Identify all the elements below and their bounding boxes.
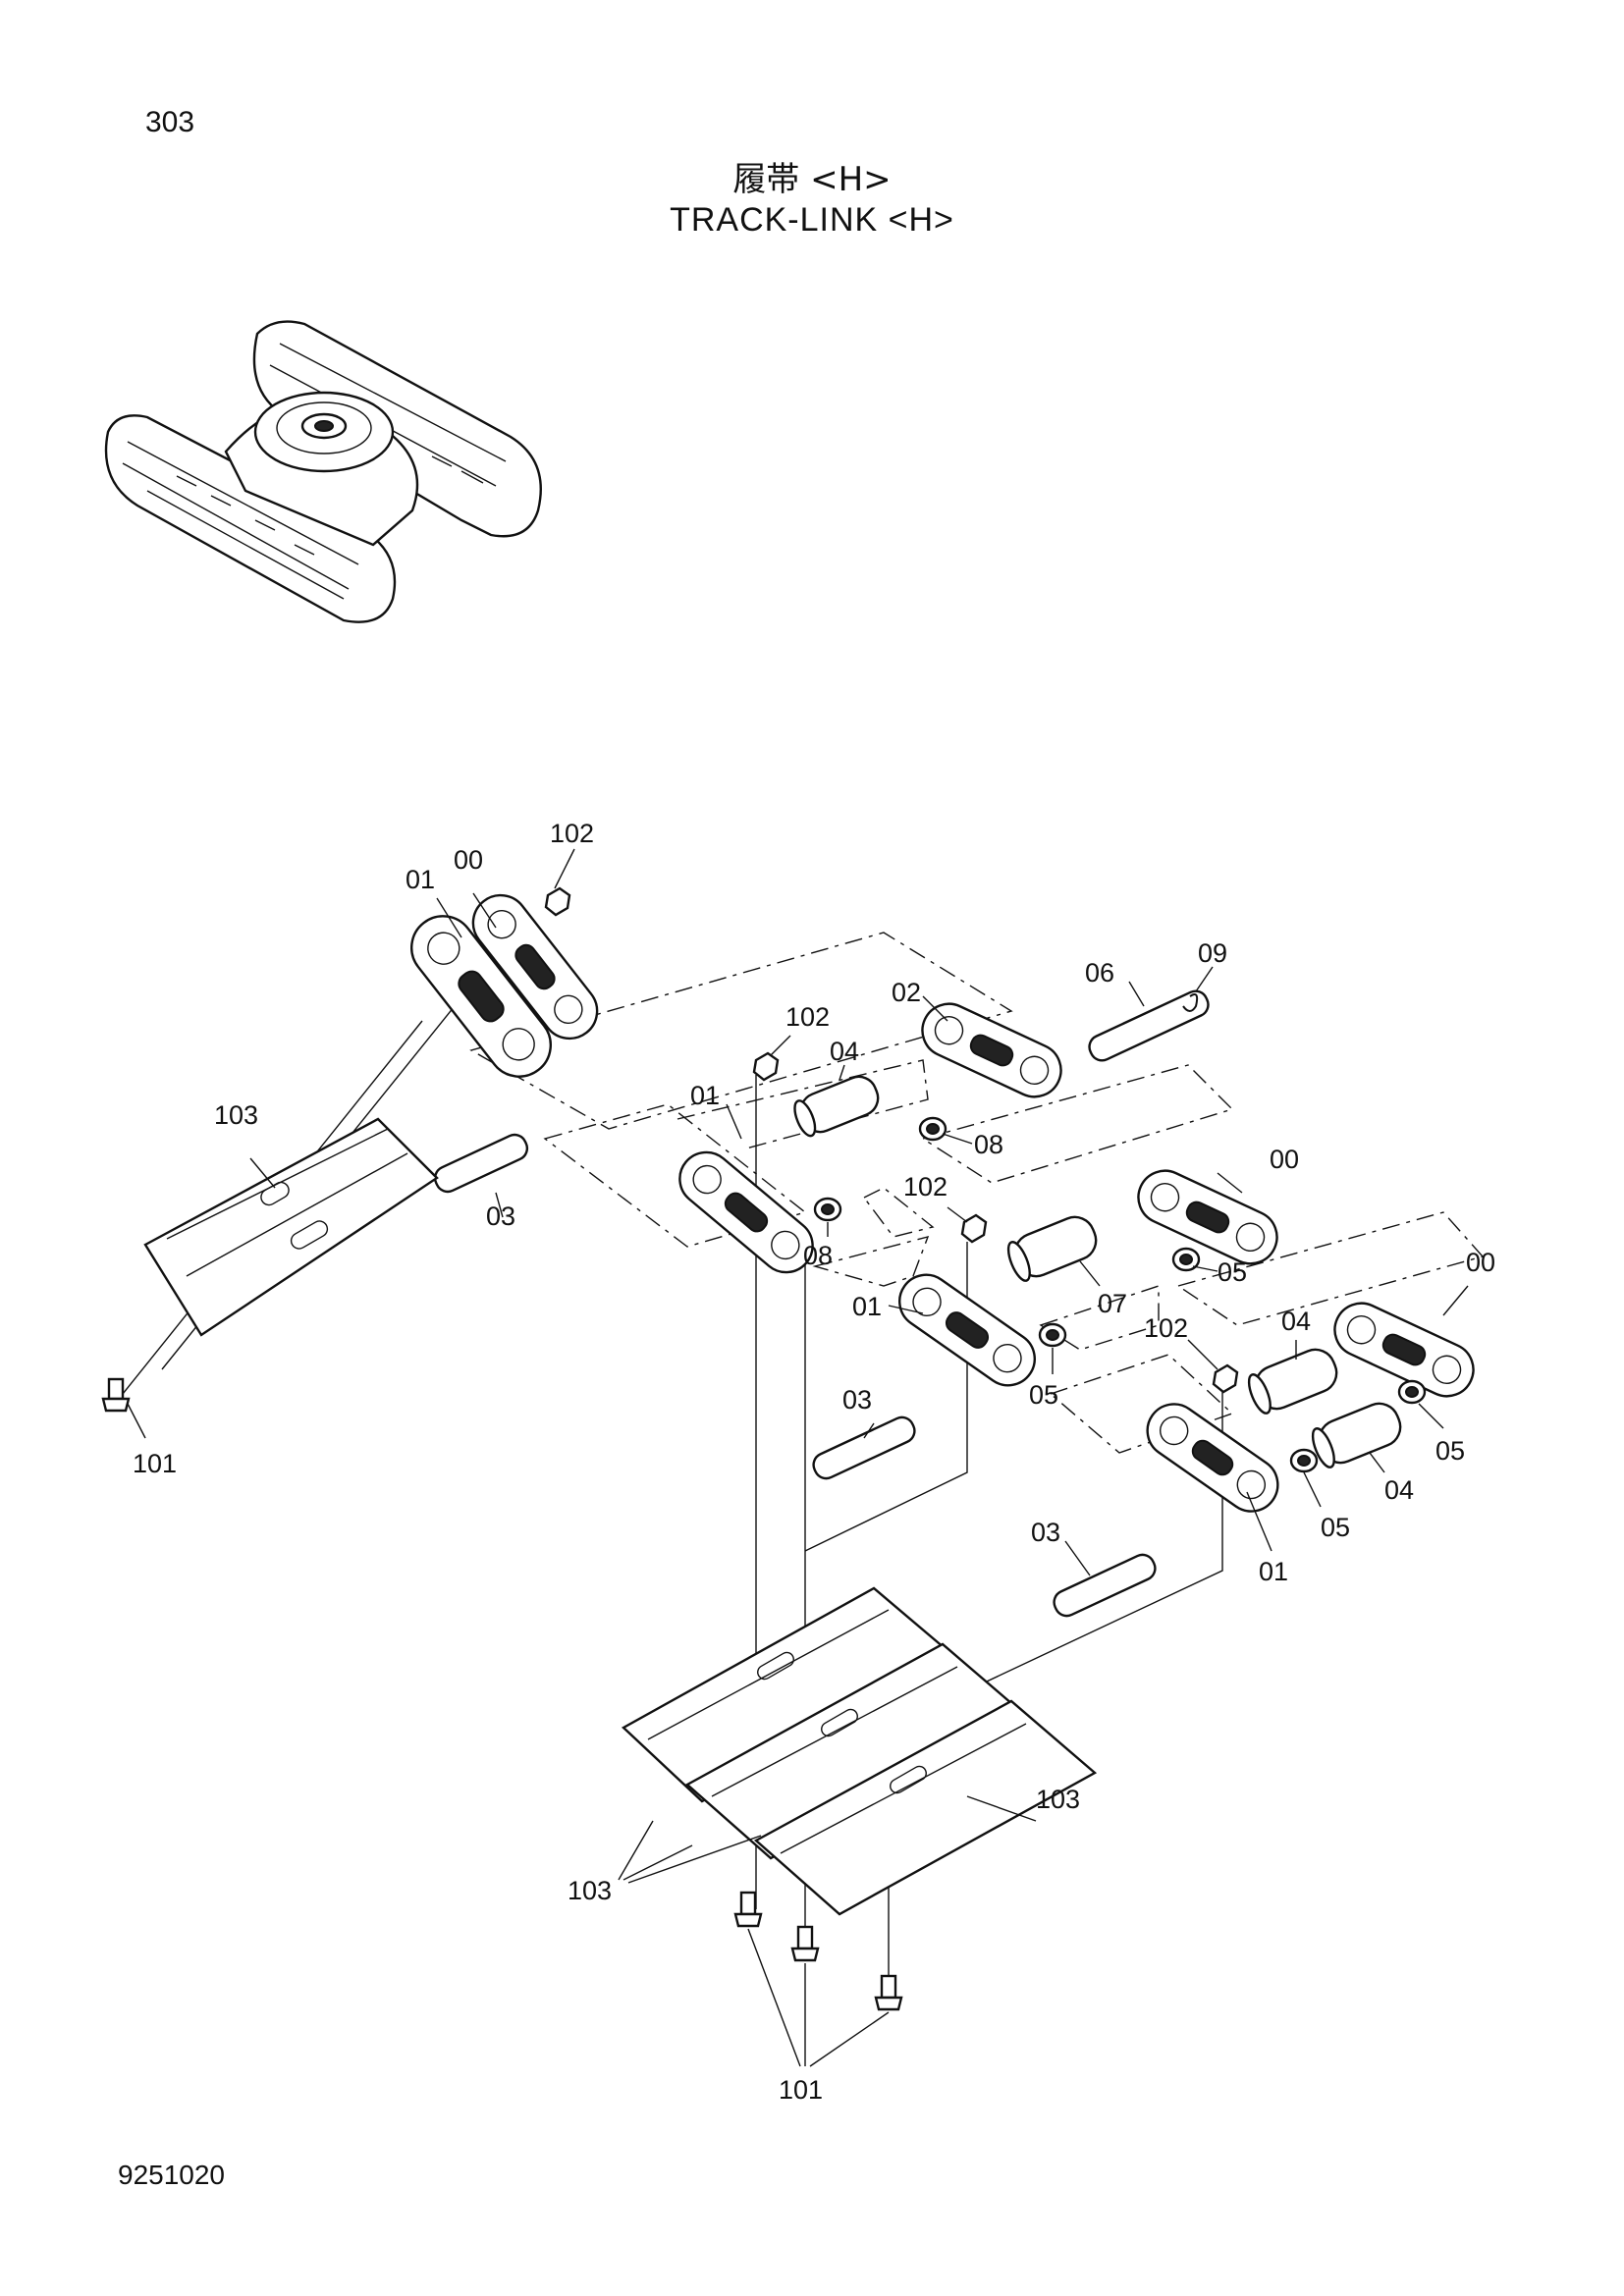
callout-06: 06 (1085, 958, 1114, 988)
track-pin-icon (433, 989, 1210, 1618)
callout-101: 101 (133, 1449, 177, 1478)
callout-00: 00 (1270, 1145, 1299, 1174)
callout-01: 01 (1259, 1557, 1288, 1586)
callout-01: 01 (406, 865, 435, 894)
callout-04: 04 (1384, 1475, 1414, 1505)
callout-05: 05 (1321, 1513, 1350, 1542)
callout-08: 08 (803, 1241, 833, 1270)
track-shoe-icon (143, 1117, 1098, 1916)
track-link-icon (410, 893, 1475, 1513)
callout-00: 00 (454, 845, 483, 875)
callout-01: 01 (852, 1292, 882, 1321)
callout-04: 04 (1281, 1307, 1311, 1336)
shoe-nut-icon (544, 886, 1239, 1394)
callout-02: 02 (892, 978, 921, 1007)
page-title-english: TRACK-LINK <H> (670, 201, 954, 239)
callout-08: 08 (974, 1130, 1003, 1159)
page-number: 303 (145, 106, 195, 138)
leader-lines (127, 848, 1469, 2067)
page-title-japanese: 履帯 <H> (732, 160, 892, 199)
callout-05: 05 (1218, 1257, 1247, 1287)
callout-07: 07 (1098, 1289, 1127, 1318)
callout-05: 05 (1435, 1436, 1465, 1466)
drawing-number: 9251020 (118, 2160, 226, 2190)
callout-102: 102 (550, 819, 594, 848)
callout-05: 05 (1029, 1380, 1058, 1410)
callout-01: 01 (690, 1081, 720, 1110)
callout-102: 102 (1144, 1313, 1188, 1343)
seal-ring-icon (813, 993, 1427, 1473)
callout-03: 03 (842, 1385, 872, 1415)
callout-09: 09 (1198, 938, 1227, 968)
callout-103: 103 (1036, 1785, 1080, 1814)
callout-00: 00 (1466, 1248, 1495, 1277)
callout-labels: 00 01 102 103 03 101 102 04 02 06 09 08 … (133, 819, 1495, 2105)
callout-03: 03 (1031, 1518, 1060, 1547)
callout-102: 102 (903, 1172, 947, 1201)
callout-102: 102 (785, 1002, 830, 1032)
callout-03: 03 (486, 1201, 515, 1231)
shoe-bolt-icon (101, 1377, 903, 2011)
callout-101: 101 (779, 2075, 823, 2105)
callout-103: 103 (568, 1876, 612, 1905)
callout-04: 04 (830, 1037, 859, 1066)
bushing-icon (793, 1075, 1402, 1468)
undercarriage-overview-icon (104, 320, 542, 623)
callout-103: 103 (214, 1100, 258, 1130)
